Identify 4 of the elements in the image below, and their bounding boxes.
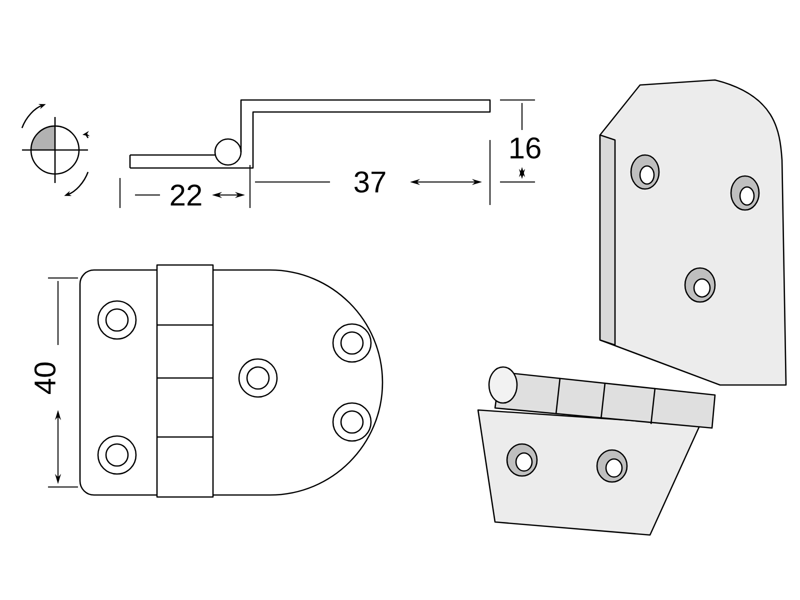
dimension-value: 16: [510, 137, 540, 159]
dimension-value: 40: [34, 362, 56, 394]
dimension-value: 22: [170, 184, 202, 206]
dimension-value: 37: [354, 171, 386, 193]
